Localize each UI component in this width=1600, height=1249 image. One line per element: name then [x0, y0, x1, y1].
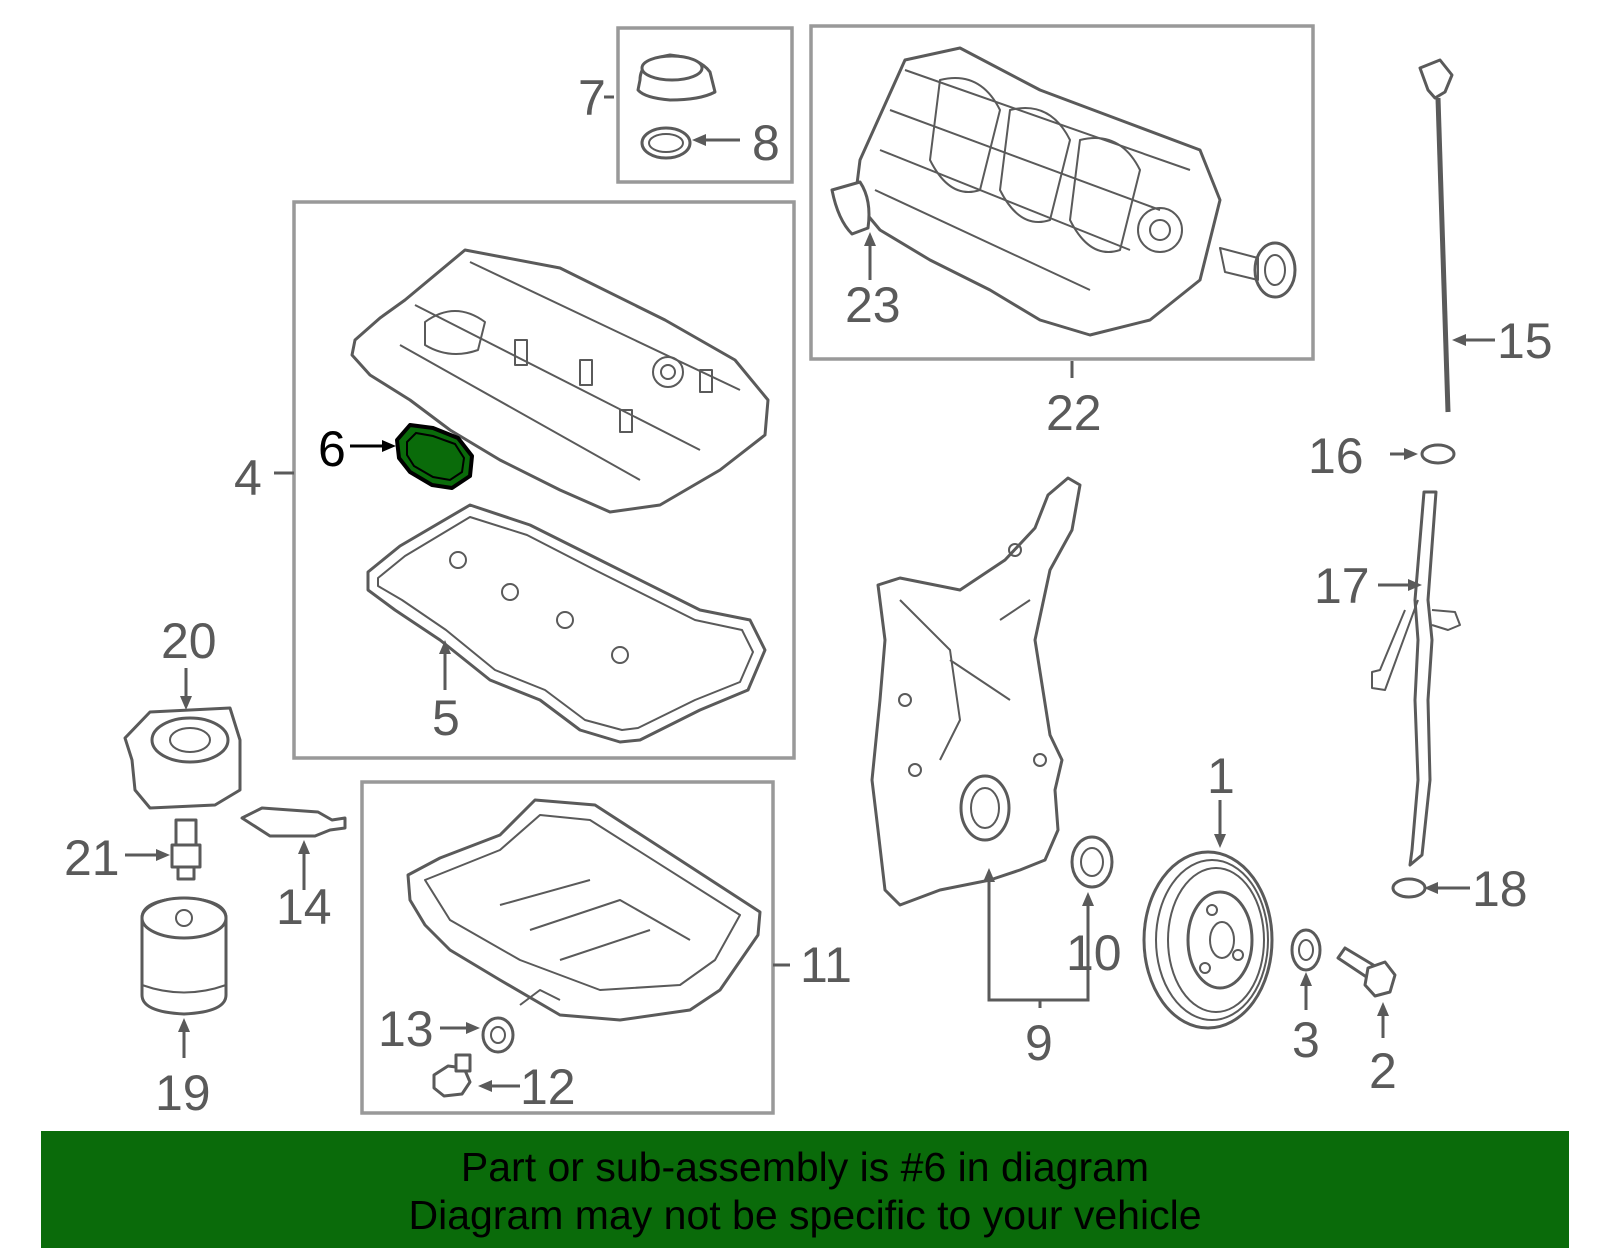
pulley-washer — [1290, 928, 1322, 972]
callout-20: 20 — [161, 613, 217, 669]
callout-8: 8 — [752, 115, 780, 171]
crankshaft-front-seal — [1070, 835, 1114, 889]
callout-12: 12 — [520, 1059, 576, 1115]
callout-7: 7 — [578, 70, 606, 126]
callout-4: 4 — [234, 450, 262, 506]
oil-cooler — [123, 706, 242, 810]
callout-10: 10 — [1066, 925, 1122, 981]
callout-16: 16 — [1308, 428, 1364, 484]
crankshaft-pulley — [1142, 850, 1274, 1030]
callout-2: 2 — [1369, 1043, 1397, 1099]
dipstick-o-ring — [1420, 443, 1456, 465]
drain-plug-washer — [481, 1016, 515, 1054]
oil-level-sensor — [240, 806, 347, 838]
intake-manifold — [853, 46, 1297, 337]
oil-dipstick — [1418, 58, 1454, 413]
group-box-cap — [616, 26, 794, 184]
callout-18: 18 — [1472, 861, 1528, 917]
group-box-intake-manifold — [809, 24, 1315, 361]
valve-cover-gasket — [366, 503, 767, 744]
oil-filler-cap — [636, 53, 717, 102]
valve-cover — [350, 248, 770, 514]
banner-line-2: Diagram may not be specific to your vehi… — [408, 1192, 1202, 1238]
intake-gasket — [830, 180, 871, 236]
highlighted-part-6-gasket — [395, 423, 474, 490]
callout-11: 11 — [800, 937, 852, 993]
callout-23: 23 — [845, 277, 901, 333]
oil-pan — [406, 798, 762, 1022]
callout-3: 3 — [1292, 1012, 1320, 1068]
pulley-bolt — [1336, 946, 1397, 998]
banner-line-1: Part or sub-assembly is #6 in diagram — [460, 1144, 1150, 1190]
callout-14: 14 — [276, 879, 332, 935]
drain-plug — [432, 1053, 472, 1098]
callout-19: 19 — [155, 1065, 211, 1121]
callout-22: 22 — [1046, 385, 1102, 441]
callout-13: 13 — [378, 1001, 434, 1057]
callout-15: 15 — [1497, 313, 1553, 369]
timing-chain-cover — [870, 476, 1082, 907]
callout-1: 1 — [1207, 748, 1235, 804]
oil-filter — [140, 896, 228, 1016]
dipstick-tube — [1371, 490, 1461, 867]
tube-o-ring — [1391, 877, 1427, 899]
callout-21: 21 — [64, 830, 120, 886]
group-box-oil-pan — [360, 780, 775, 1115]
oil-pressure-switch — [170, 818, 202, 881]
callout-17: 17 — [1314, 558, 1370, 614]
callout-6: 6 — [318, 421, 346, 477]
callout-5: 5 — [432, 690, 460, 746]
info-banner: Part or sub-assembly is #6 in diagram Di… — [41, 1131, 1569, 1248]
callout-9: 9 — [1025, 1015, 1053, 1071]
cap-o-ring — [640, 126, 692, 160]
group-box-valve-cover — [292, 200, 796, 760]
